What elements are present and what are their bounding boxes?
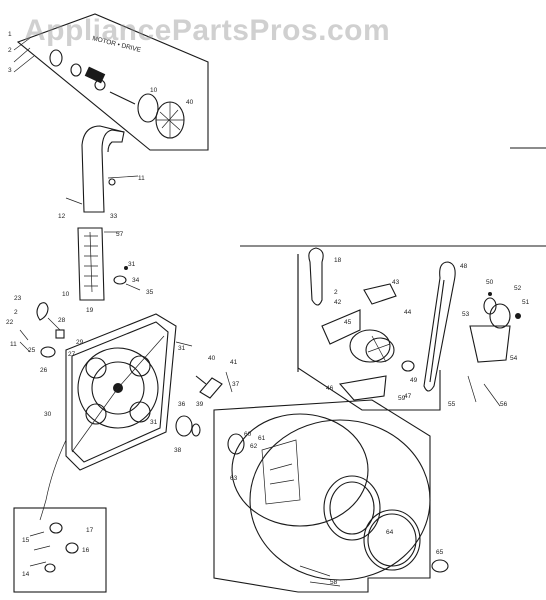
label-drum-38: 38 xyxy=(174,447,182,454)
label-drive-46: 46 xyxy=(326,385,334,392)
label-10: 10 xyxy=(150,87,158,94)
label-drive-48: 48 xyxy=(460,263,468,270)
label-drum-60: 60 xyxy=(244,431,252,438)
label-drum-40: 40 xyxy=(208,355,216,362)
label-rear-23: 23 xyxy=(14,295,22,302)
label-rear-25: 25 xyxy=(28,347,36,354)
label-drive-54: 54 xyxy=(510,355,518,362)
label-drive-55: 55 xyxy=(448,401,456,408)
label-drive-52: 52 xyxy=(514,285,522,292)
label-inset-16: 16 xyxy=(82,547,90,554)
label-rear-22: 22 xyxy=(6,319,14,326)
label-rear-28: 28 xyxy=(58,317,66,324)
label-drum-62: 62 xyxy=(250,443,258,450)
label-drive-53: 53 xyxy=(462,311,470,318)
drive-motor-panel: 18 2 42 43 45 44 46 47 48 49 50 51 52 53… xyxy=(240,147,546,411)
label-rear-27: 27 xyxy=(68,351,76,358)
label-exhaust-33: 33 xyxy=(110,213,118,220)
label-exhaust-10: 10 xyxy=(62,291,70,298)
label-inset-14: 14 xyxy=(22,571,30,578)
label-exhaust-35: 35 xyxy=(146,289,154,296)
label-inset-17: 17 xyxy=(86,527,94,534)
label-exhaust-57: 57 xyxy=(116,231,124,238)
inset-detail-box: 17 15 16 14 xyxy=(13,507,107,593)
label-drive-50: 50 xyxy=(486,279,494,286)
label-rear-29: 29 xyxy=(76,339,84,346)
label-exhaust-11: 11 xyxy=(138,175,145,182)
label-exhaust-19: 19 xyxy=(86,307,94,314)
label-drum-58: 58 xyxy=(330,579,338,586)
label-rear-31: 31 xyxy=(178,345,186,352)
label-drive-42: 42 xyxy=(334,299,342,306)
drum-assembly: 59 60 61 62 63 64 65 36 39 40 41 37 38 3… xyxy=(150,355,449,593)
label-exhaust-12: 12 xyxy=(58,213,66,220)
motor-drive-panel: MOTOR • DRIVE 1 2 3 10 40 xyxy=(8,13,209,151)
label-rear-30: 30 xyxy=(44,411,52,418)
label-drive-45: 45 xyxy=(344,319,352,326)
label-drum-64: 64 xyxy=(386,529,394,536)
label-drum-31: 31 xyxy=(150,419,158,426)
label-drum-61: 61 xyxy=(258,435,266,442)
label-drive-51: 51 xyxy=(522,299,530,306)
label-drum-37: 37 xyxy=(232,381,240,388)
label-drum-63: 63 xyxy=(230,475,238,482)
label-rear-2: 2 xyxy=(14,309,18,316)
label-rear-26: 26 xyxy=(40,367,48,374)
label-drive-2: 2 xyxy=(334,289,338,296)
label-drive-56: 56 xyxy=(500,401,508,408)
label-drum-41: 41 xyxy=(230,359,238,366)
label-3: 3 xyxy=(8,67,12,74)
label-2: 2 xyxy=(8,47,12,54)
rear-bulkhead-panel: 23 22 26 27 28 29 30 31 25 11 2 xyxy=(6,295,193,521)
label-exhaust-34: 34 xyxy=(132,277,140,284)
label-drum-39: 39 xyxy=(196,401,204,408)
label-drive-18: 18 xyxy=(334,257,342,264)
label-exhaust-31: 31 xyxy=(128,261,136,268)
label-rear-11: 11 xyxy=(10,341,17,348)
exhaust-duct: 11 12 33 57 31 34 35 10 19 xyxy=(58,125,154,314)
label-inset-15: 15 xyxy=(22,537,30,544)
label-drive-49: 49 xyxy=(410,377,418,384)
label-40: 40 xyxy=(186,99,194,106)
label-drive-44: 44 xyxy=(404,309,412,316)
label-1: 1 xyxy=(8,31,12,38)
label-drive-43: 43 xyxy=(392,279,400,286)
label-drive-47: 47 xyxy=(404,393,412,400)
label-drum-65: 65 xyxy=(436,549,444,556)
motor-panel-header: MOTOR • DRIVE xyxy=(92,35,143,54)
label-drum-36: 36 xyxy=(178,401,186,408)
label-drum-59: 59 xyxy=(398,395,406,402)
